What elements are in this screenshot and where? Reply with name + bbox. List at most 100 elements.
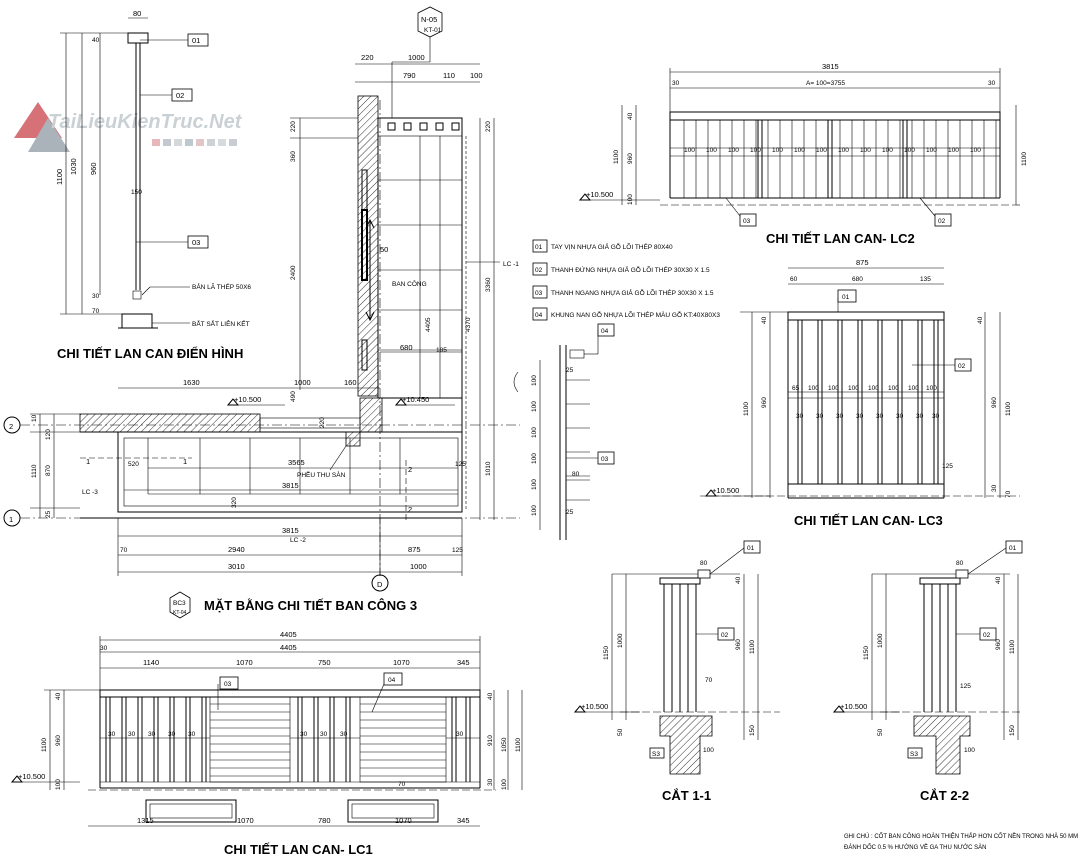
dim-lc1-750: 750 [318,658,331,667]
dim-plan-3815-inner: 3815 [282,481,299,490]
dim-typ-960: 960 [89,162,98,175]
dim-cut22-1150: 1150 [863,646,870,660]
dim-lc3-960-r: 960 [991,397,998,408]
cut11-tag-02: 02 [721,632,729,639]
dim-cut11-50: 50 [617,728,624,736]
legend-num-01: 01 [535,244,543,251]
lc1-30-label: 30 [108,731,116,738]
dim-cut11-80: 80 [700,560,708,567]
dim-lc1-30-r: 30 [487,778,494,786]
dim-lc1-1070-b: 1070 [393,658,410,667]
dim-lc3-40: 40 [761,316,768,324]
dim-plan-right-220: 220 [485,121,492,132]
lc1-30-label: 30 [128,731,136,738]
dim-typ-width: 80 [133,9,141,18]
dim-lc3-960: 960 [761,397,768,408]
dim-plan-110: 110 [443,71,455,80]
lc2-spacing-label: 100 [794,147,805,154]
dim-lc2-total: 3815 [822,62,839,71]
tag-03: 03 [192,238,200,247]
dim-lc2-100: 100 [627,194,634,205]
dim-cut11-150: 150 [749,725,756,736]
dim-cut11-1000: 1000 [617,633,624,648]
dim-lc1-b-1315: 1315 [137,816,154,825]
dim-cut22-960: 960 [995,639,1002,650]
dim-elev-25-bottom: 25 [566,509,574,516]
dim-lc2-30-right: 30 [988,80,996,87]
lc2-post [827,119,833,199]
dim-lc3-total: 875 [856,258,869,267]
dim-plan-v-870: 870 [45,465,52,476]
dim-plan-mid-1000: 1000 [294,378,311,387]
dim-lc2-1100: 1100 [613,150,620,164]
dim-typ-150: 150 [131,189,142,196]
legend: 01 TAY VỊN NHỰA GIẢ GỖ LÕI THÉP 80X40 02… [532,239,720,321]
dim-elev-100-c: 100 [531,427,538,438]
dim-lc1-b-1070-b: 1070 [395,816,412,825]
dim-cut22-100: 100 [964,747,975,754]
plan-lc1-label: LC -1 [503,261,519,268]
dim-plan-bottom-875: 875 [408,545,421,554]
lc1-slats [210,703,446,777]
lc3-spacing-label: 100 [868,385,879,392]
tag-02: 02 [176,91,184,100]
dim-typ-40: 40 [92,37,100,44]
dim-lc3-680: 680 [852,276,863,283]
dim-lc1-30: 30 [100,645,108,652]
lc2-tag-02: 02 [938,218,946,225]
lc1-30-label: 30 [320,731,328,738]
dim-cut22-1100: 1100 [1009,640,1016,654]
dim-lc1-b-780: 780 [318,816,331,825]
dim-plan-bottom-70: 70 [120,547,128,554]
dim-cut11-70: 70 [705,677,713,684]
dim-plan-right-185: 185 [436,347,447,354]
dim-plan-left-220b: 220 [319,417,326,428]
dim-lc3-1100-r: 1100 [1005,402,1012,416]
plan-level-b: +10.450 [402,395,429,404]
dim-lc1-1100-r: 1100 [515,738,522,752]
plan-level-a: +10.500 [234,395,261,404]
dim-cut11-100: 100 [703,747,714,754]
lc2-spacing-label: 100 [860,147,871,154]
lc1-tag-03: 03 [224,681,232,688]
dim-plan-160: 160 [344,378,357,387]
lc2-tag-03: 03 [743,218,751,225]
dim-lc1-40: 40 [55,692,62,700]
lc1-pickets [105,697,471,782]
dim-plan-125: 125 [455,461,466,468]
dim-plan-left-2400: 2400 [290,265,297,280]
dim-plan-v-1110: 1110 [31,464,38,478]
dim-lc3-125: 125 [942,463,953,470]
legend-text-02: THANH ĐỨNG NHỰA GIẢ GỖ LÕI THÉP 30X30 X … [551,265,710,274]
lc3-spacing-label: 100 [888,385,899,392]
plan-sec-1-left: 1 [86,457,90,466]
dim-elev-25-top: 25 [566,367,574,374]
lc2-spacing-label: 100 [904,147,915,154]
tag-01: 01 [192,36,200,45]
legend-text-01: TAY VỊN NHỰA GIẢ GỖ LÕI THÉP 80X40 [551,242,673,251]
lc3-spacing-label: 100 [908,385,919,392]
lc3-30-label: 30 [876,413,884,420]
cut22-level: +10.500 [840,702,867,711]
dim-cut11-40: 40 [735,576,742,584]
lc2-level: +10.500 [586,190,613,199]
lc3-30-label: 30 [836,413,844,420]
dim-lc1-1070-a: 1070 [236,658,253,667]
dim-lc1-960: 960 [55,735,62,746]
dim-lc3-65: 65 [792,385,800,392]
dim-elev-100-f: 100 [531,505,538,516]
typical-railing-detail: 80 40 1030 960 1100 150 30 70 01 02 03 B… [55,9,251,361]
dim-plan-bottom-1000: 1000 [410,562,427,571]
title-plan: MẶT BẰNG CHI TIẾT BAN CÔNG 3 [204,598,417,613]
side-elevation: 04 100 100 100 100 100 100 25 25 80 03 [513,323,615,540]
lc2-spacing-label: 100 [882,147,893,154]
dim-lc3-135: 135 [920,276,931,283]
watermark-logo: TaiLieuKienTruc.Net [14,102,243,152]
cut22-s3: S3 [910,751,918,758]
cut11-level: +10.500 [581,702,608,711]
lc3-spacing-label: 100 [926,385,937,392]
lc1-30-label: 30 [340,731,348,738]
